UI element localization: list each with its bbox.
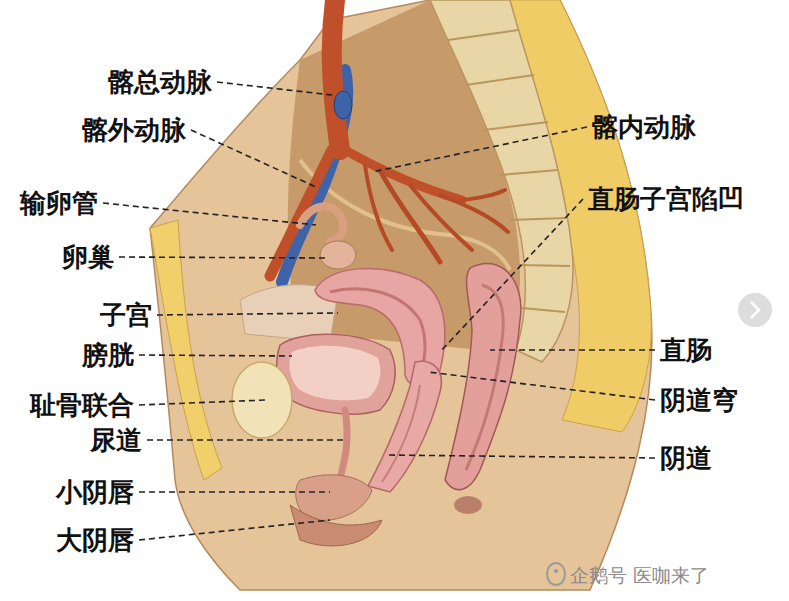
leader-line (139, 400, 266, 405)
part-label: 阴道穹 (660, 385, 738, 415)
leader-line (191, 130, 318, 188)
part-label: 耻骨联合 (30, 390, 134, 420)
leader-line (119, 257, 326, 258)
leader-line (440, 199, 583, 352)
leader-line (147, 439, 345, 441)
leader-line (490, 349, 655, 351)
part-label: 髂总动脉 (108, 67, 212, 97)
part-label: 膀胱 (82, 340, 134, 370)
leader-line (157, 313, 338, 315)
leader-line (385, 455, 655, 458)
leader-line (372, 127, 587, 172)
part-label: 小阴唇 (56, 477, 134, 507)
part-label: 卵巢 (62, 242, 114, 272)
part-label: 直肠子宫陷凹 (588, 184, 744, 214)
leader-line (139, 491, 330, 493)
watermark: 企鹅号 医咖来了 (570, 563, 709, 587)
part-label: 输卵管 (20, 188, 98, 218)
leader-line (217, 82, 332, 95)
part-label: 尿道 (90, 425, 142, 455)
part-label: 髂内动脉 (592, 112, 696, 142)
part-label: 子宫 (100, 300, 152, 330)
leader-line (139, 520, 330, 540)
part-label: 直肠 (660, 335, 712, 365)
leader-line (139, 355, 292, 356)
leader-line (428, 372, 655, 400)
part-label: 阴道 (660, 443, 712, 473)
leader-line (103, 203, 316, 225)
part-label: 髂外动脉 (82, 115, 186, 145)
part-label: 大阴唇 (56, 525, 134, 555)
